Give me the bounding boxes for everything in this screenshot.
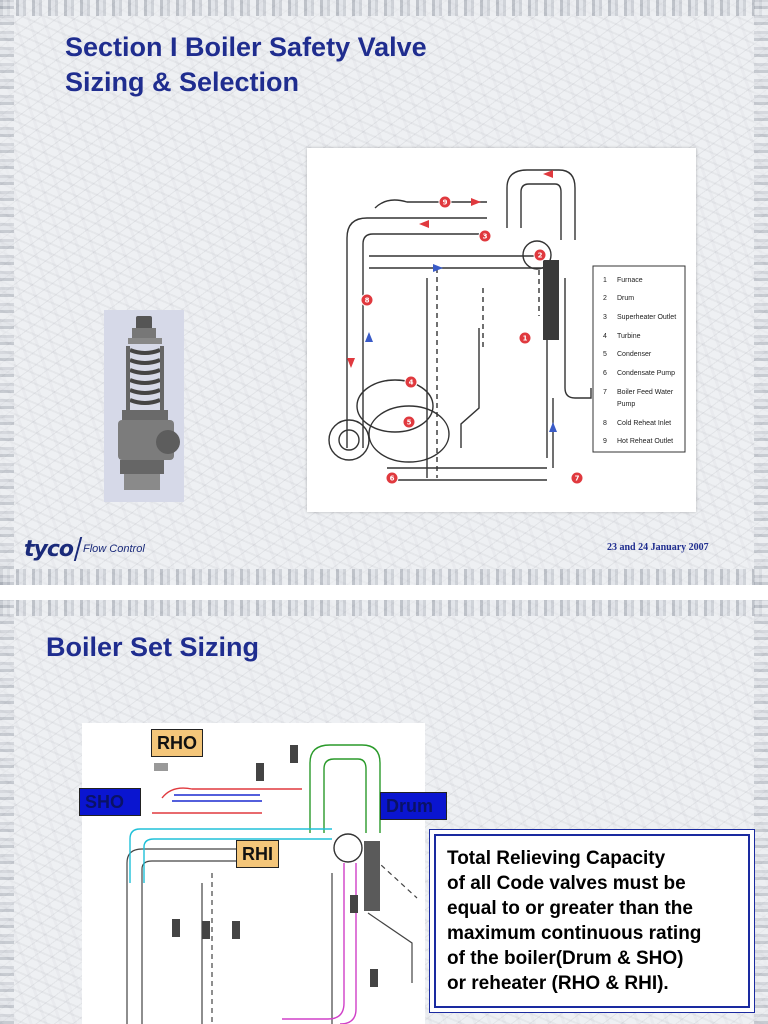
title-line-1: Section I Boiler Safety Valve bbox=[65, 32, 427, 62]
legend-num-5: 5 bbox=[603, 351, 607, 358]
note-text: Total Relieving Capacity of all Code val… bbox=[436, 836, 748, 996]
slide-title: Boiler Set Sizing bbox=[46, 632, 260, 662]
svg-text:9: 9 bbox=[443, 199, 448, 207]
slide-boiler-set-sizing: Boiler Set Sizing bbox=[0, 600, 768, 1024]
note-line-4: maximum continuous rating bbox=[447, 923, 702, 944]
svg-text:4: 4 bbox=[409, 379, 414, 387]
legend-num-9: 9 bbox=[603, 438, 607, 445]
sho-label: SHO bbox=[79, 788, 141, 816]
legend-num-8: 8 bbox=[603, 420, 607, 427]
note-line-1: Total Relieving Capacity bbox=[447, 848, 666, 869]
rhi-label: RHI bbox=[236, 840, 279, 868]
legend-num-2: 2 bbox=[603, 295, 607, 302]
boiler-set-diagram bbox=[82, 723, 425, 1024]
legend-num-6: 6 bbox=[603, 370, 607, 377]
legend-label-6: Condensate Pump bbox=[617, 370, 675, 377]
logo-divider bbox=[73, 537, 83, 561]
legend-label-3: Superheater Outlet bbox=[617, 314, 676, 321]
svg-text:8: 8 bbox=[365, 297, 370, 305]
legend-num-4: 4 bbox=[603, 333, 607, 340]
svg-text:7: 7 bbox=[575, 475, 580, 483]
svg-text:1: 1 bbox=[523, 335, 528, 343]
safety-valve-image bbox=[104, 310, 184, 502]
legend-label-2: Drum bbox=[617, 295, 634, 302]
tyco-logo: tyco Flow Control bbox=[24, 536, 145, 562]
drum-label: Drum bbox=[380, 792, 447, 820]
slide-gap bbox=[0, 585, 768, 600]
legend-label-7: Boiler Feed Water bbox=[617, 389, 674, 396]
slide-border-right bbox=[754, 0, 768, 585]
slide-border-top bbox=[0, 0, 768, 16]
safety-valve-photo bbox=[104, 310, 184, 502]
note-line-5: of the boiler(Drum & SHO) bbox=[447, 948, 684, 969]
slide-border-right bbox=[754, 600, 768, 1024]
slide-border-left bbox=[0, 600, 14, 1024]
slide-boiler-safety-valve: Section I Boiler Safety Valve Sizing & S… bbox=[0, 0, 768, 585]
svg-text:5: 5 bbox=[407, 419, 412, 427]
note-line-6: or reheater (RHO & RHI). bbox=[447, 973, 669, 994]
svg-text:2: 2 bbox=[538, 252, 543, 260]
logo-subtext: Flow Control bbox=[83, 543, 145, 555]
title-line-2: Sizing & Selection bbox=[65, 67, 300, 97]
relieving-capacity-note: Total Relieving Capacity of all Code val… bbox=[434, 834, 750, 1008]
svg-text:6: 6 bbox=[390, 475, 395, 483]
legend-num-3: 3 bbox=[603, 314, 607, 321]
legend-label-8: Cold Reheat Inlet bbox=[617, 420, 671, 427]
legend-label-7b: Pump bbox=[617, 401, 635, 408]
slide-title: Section I Boiler Safety Valve Sizing & S… bbox=[65, 30, 427, 100]
slide-border-bottom bbox=[0, 569, 768, 585]
rho-label: RHO bbox=[151, 729, 203, 757]
legend-label-4: Turbine bbox=[617, 333, 641, 340]
boiler-set-drawing bbox=[126, 744, 418, 1024]
legend-label-5: Condenser bbox=[617, 351, 652, 358]
footer-date: 23 and 24 January 2007 bbox=[607, 542, 709, 553]
slide-border-left bbox=[0, 0, 14, 585]
legend-num-1: 1 bbox=[603, 277, 607, 284]
logo-mark: tyco bbox=[24, 536, 74, 562]
legend-label-1: Furnace bbox=[617, 277, 643, 284]
legend-num-7: 7 bbox=[603, 389, 607, 396]
note-line-3: equal to or greater than the bbox=[447, 898, 693, 919]
legend-label-9: Hot Reheat Outlet bbox=[617, 438, 673, 445]
svg-text:3: 3 bbox=[483, 233, 488, 241]
slide-border-top bbox=[0, 600, 768, 616]
note-line-2: of all Code valves must be bbox=[447, 873, 686, 894]
